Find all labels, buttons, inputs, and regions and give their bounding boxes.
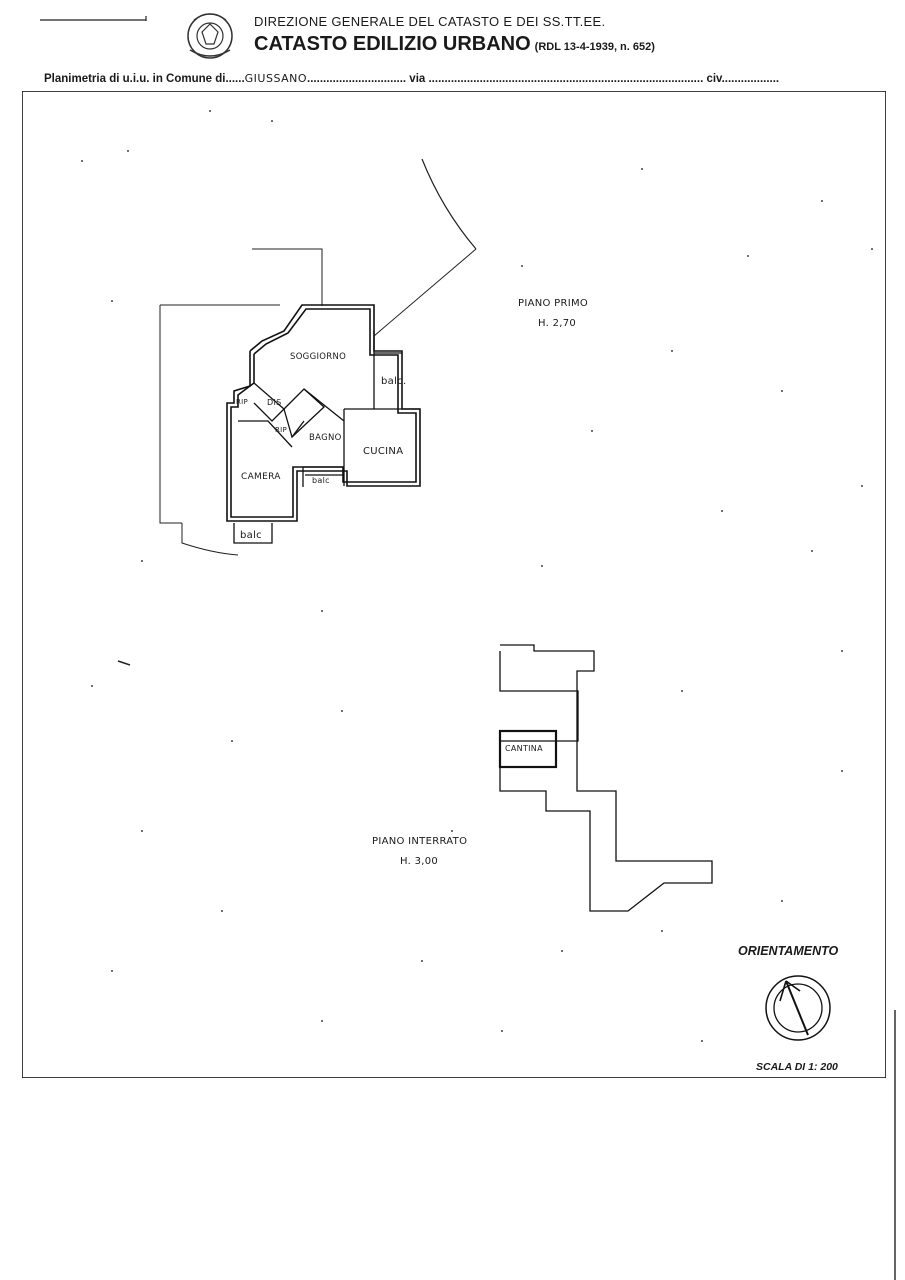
plan-frame — [22, 91, 886, 1078]
label-via: via — [409, 73, 426, 85]
room-rip-1: RIP — [236, 398, 249, 406]
room-camera: CAMERA — [241, 472, 281, 482]
margin-line — [894, 1010, 896, 1280]
room-balcone-3: balc — [240, 530, 262, 541]
floor-basement-name: PIANO INTERRATO — [372, 836, 468, 847]
room-soggiorno: SOGGIORNO — [290, 352, 347, 362]
form-line: Planimetria di u.i.u. in Comune di......… — [44, 72, 780, 85]
corner-mark — [40, 16, 147, 21]
room-cucina: CUCINA — [363, 446, 404, 457]
room-dis: DIS — [267, 398, 282, 407]
law-reference: (RDL 13-4-1939, n. 652) — [534, 41, 655, 53]
document-title: CATASTO EDILIZIO URBANO(RDL 13-4-1939, n… — [254, 33, 655, 56]
emblem-icon — [187, 13, 233, 59]
room-rip-2: RIP — [275, 426, 288, 434]
room-bagno: BAGNO — [309, 433, 342, 443]
compass-icon — [765, 975, 831, 1041]
comune-value: GIUSSANO — [244, 72, 308, 85]
floor-basement-height: H. 3,00 — [400, 856, 439, 867]
room-balcone-1: balc. — [381, 376, 407, 387]
label-planimetria: Planimetria di u.i.u. in Comune di — [44, 73, 226, 85]
title-text: CATASTO EDILIZIO URBANO — [254, 33, 531, 55]
floor-first-height: H. 2,70 — [538, 318, 577, 329]
room-balcone-2: balc — [312, 476, 330, 485]
orientation-label: ORIENTAMENTO — [738, 944, 839, 958]
scale-label: SCALA DI 1: 200 — [756, 1061, 838, 1073]
room-cantina: CANTINA — [505, 744, 543, 753]
floor-first-name: PIANO PRIMO — [518, 298, 589, 309]
label-civ: civ. — [706, 73, 725, 85]
agency-name: DIREZIONE GENERALE DEL CATASTO E DEI SS.… — [254, 14, 606, 29]
